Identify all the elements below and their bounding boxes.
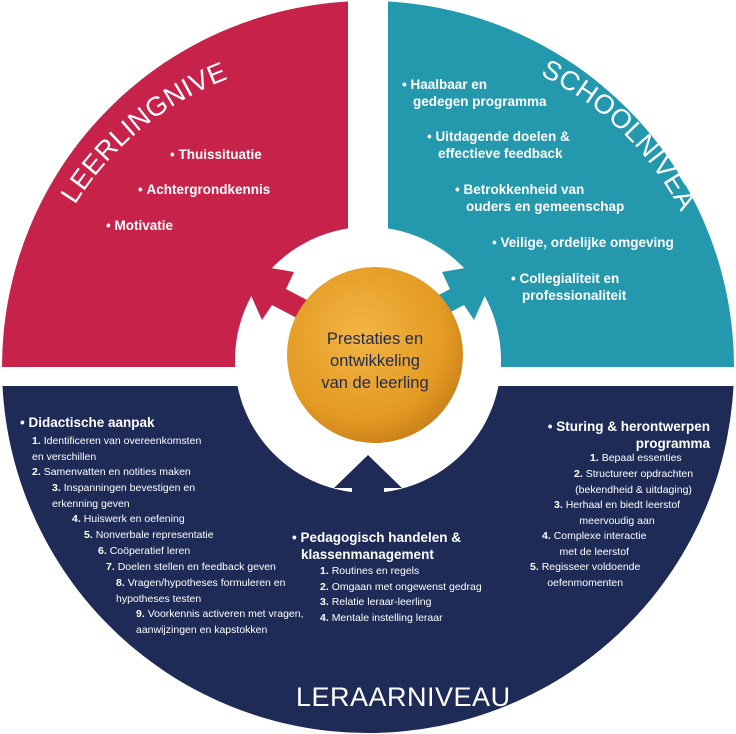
school-item: Haalbaar en gedegen programma [402, 76, 547, 110]
didactic-item: 3. Inspanningen bevestigen en erkenning g… [52, 481, 195, 512]
item-text: (bekendheid & uitdaging) [575, 483, 692, 496]
student-item: Thuissituatie [170, 146, 261, 163]
item-number: 6. [98, 545, 110, 557]
student-item: Motivatie [106, 217, 173, 234]
item-text: meervoudig aan [579, 514, 655, 527]
student-item: Achtergrondkennis [138, 181, 270, 198]
center-label: Prestaties en ontwikkeling van de leerli… [300, 328, 450, 394]
item-number: 5. [530, 561, 542, 573]
school-item-line: ouders en gemeenschap [466, 199, 625, 214]
school-item: Betrokkenheid van ouders en gemeenschap [455, 181, 624, 215]
item-text: Structureer opdrachten [585, 468, 694, 480]
school-item-line: Collegialiteit en [519, 271, 620, 286]
school-item-line: Haalbaar en [410, 77, 488, 92]
item-text: Regisseer voldoende [541, 561, 641, 573]
item-text: met de leerstof [559, 545, 629, 558]
school-item: Collegialiteit en professionaliteit [511, 270, 626, 304]
school-item-line: effectieve feedback [438, 146, 563, 161]
school-item: Uitdagende doelen & effectieve feedback [427, 128, 570, 162]
item-text: hypotheses testen [116, 592, 202, 605]
steering-title-line: programma [635, 436, 710, 451]
item-text: Nonverbale representatie [95, 529, 214, 541]
item-text: oefenmomenten [547, 576, 624, 589]
item-text: Coöperatief leren [109, 545, 191, 557]
item-number: 8. [116, 577, 128, 589]
item-text: Bepaal essenties [601, 452, 682, 464]
pedagogic-item: 4. Mentale instelling leraar [320, 611, 443, 627]
center-line: van de leerling [321, 374, 429, 392]
pedagogic-title: • Pedagogisch handelen &klassenmanagemen… [292, 530, 462, 562]
item-text: Complexe interactie [553, 530, 647, 542]
item-number: 4. [72, 513, 84, 525]
steering-item: 4. Complexe interactie met de leerstof [542, 529, 646, 560]
pedagogic-item: 3. Relatie leraar-leerling [320, 595, 431, 611]
didactic-item: 7. Doelen stellen en feedback geven [106, 560, 276, 576]
didactic-item: 5. Nonverbale representatie [84, 528, 214, 544]
center-circle [287, 267, 463, 443]
item-number: 2. [574, 468, 586, 480]
item-number: 3. [320, 596, 332, 608]
item-text: en verschillen [32, 450, 97, 463]
item-number: 4. [320, 611, 332, 624]
item-number: 5. [84, 529, 96, 541]
item-number: 7. [106, 561, 118, 573]
didactic-item: 9. Voorkennis activeren met vragen, aanwi… [136, 607, 304, 638]
school-item-line: Veilige, ordelijke omgeving [500, 235, 674, 250]
item-number: 3. [554, 499, 566, 511]
item-text: Routines en regels [331, 565, 420, 577]
pedagogic-title-line: klassenmanagement [301, 547, 434, 562]
school-item: Veilige, ordelijke omgeving [492, 234, 674, 251]
item-number: 1. [590, 452, 602, 464]
pedagogic-title-line: Pedagogisch handelen & [300, 530, 462, 545]
center-line: Prestaties en [326, 330, 424, 348]
didactic-title: • Didactische aanpak [20, 415, 155, 430]
item-text: Mentale instelling leraar [331, 611, 443, 624]
center-line: ontwikkeling [330, 352, 420, 370]
steering-item: 5. Regisseer voldoende oefenmomenten [530, 560, 640, 591]
didactic-item: 2. Samenvatten en notities maken [32, 465, 191, 481]
item-text: Doelen stellen en feedback geven [117, 561, 276, 573]
steering-item: 3. Herhaal en biedt leerstof meervoudig a… [554, 498, 680, 529]
pedagogic-item: 2. Omgaan met ongewenst gedrag [320, 580, 482, 596]
item-number: 1. [32, 435, 44, 447]
item-text: Huiswerk en oefening [83, 513, 185, 525]
item-number: 1. [320, 565, 332, 577]
school-item-line: gedegen programma [413, 94, 547, 109]
steering-item: 1. Bepaal essenties [590, 451, 682, 467]
didactic-item: 8. Vragen/hypotheses formuleren en hypoth… [116, 576, 285, 607]
didactic-item: 4. Huiswerk en oefening [72, 512, 185, 528]
teacher-title: LERAARNIVEAU [296, 682, 511, 712]
item-text: Inspanningen bevestigen en [63, 482, 196, 494]
item-text: Samenvatten en notities maken [43, 466, 191, 478]
item-text: Voorkennis activeren met vragen, [147, 608, 304, 620]
steering-item: 2. Structureer opdrachten (bekendheid & u… [574, 467, 693, 498]
item-text: Identificeren van overeenkomsten [43, 435, 202, 447]
item-text: Relatie leraar-leerling [331, 596, 432, 608]
school-item-line: Betrokkenheid van [463, 182, 585, 197]
item-number: 2. [32, 466, 44, 478]
pedagogic-item: 1. Routines en regels [320, 564, 419, 580]
didactic-item: 6. Coöperatief leren [98, 544, 190, 560]
item-number: 3. [52, 482, 64, 494]
item-text: aanwijzingen en kapstokken [136, 623, 268, 636]
item-text: Omgaan met ongewenst gedrag [331, 580, 482, 593]
item-number: 4. [542, 530, 554, 542]
school-item-line: Uitdagende doelen & [435, 129, 570, 144]
didactic-item: 1. Identificeren van overeenkomsten en ve… [32, 434, 201, 465]
school-item-line: professionaliteit [522, 288, 627, 303]
item-text: Herhaal en biedt leerstof [565, 499, 681, 511]
item-text: erkenning geven [52, 497, 130, 510]
steering-title-line: Sturing & herontwerpen [556, 419, 710, 434]
teacher-arrow-icon [334, 455, 402, 510]
item-text: Vragen/hypotheses formuleren en [127, 577, 286, 589]
item-number: 9. [136, 608, 148, 620]
item-number: 2. [320, 580, 332, 593]
